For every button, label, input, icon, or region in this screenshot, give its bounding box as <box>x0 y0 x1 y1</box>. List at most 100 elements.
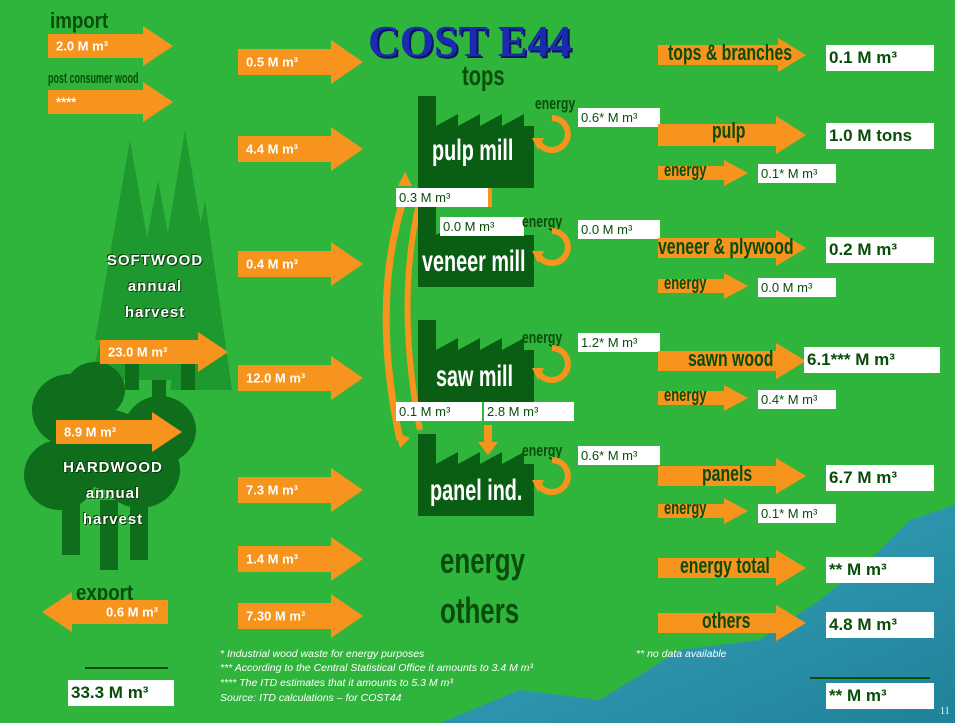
hill-shape <box>440 505 955 723</box>
out-panels-label: panels <box>702 461 753 486</box>
hardwood-line1: HARDWOOD <box>63 459 163 476</box>
panel-energy-box: 0.6* M m³ <box>578 446 660 465</box>
saw-right-box: 2.8 M m³ <box>484 402 574 421</box>
hardwood-line2: annual <box>85 485 141 502</box>
post-consumer-value: **** <box>56 94 77 110</box>
flow-others-arrow: 7.30 M m³ <box>238 594 363 638</box>
out-veneer-arrow <box>658 230 806 266</box>
footnote-3: *** According to the Central Statistical… <box>220 662 533 674</box>
veneer-mill-factory: veneer mill <box>418 205 534 287</box>
export-value: 0.6 M m³ <box>105 604 158 620</box>
out-sawn-value: 6.1*** M m³ <box>804 347 940 373</box>
flow-saw-arrow: 12.0 M m³ <box>238 356 363 400</box>
out-sawn-energy-value: 0.4* M m³ <box>758 390 836 409</box>
out-energy-total-value: ** M m³ <box>826 557 934 583</box>
softwood-label: SOFTWOOD annual harvest <box>90 248 220 326</box>
veneer-energy-box: 0.0 M m³ <box>440 217 524 236</box>
out-tops-label: tops & branches <box>668 40 793 65</box>
flow-saw-value: 12.0 M m³ <box>246 370 306 386</box>
out-panels-energy-word: energy <box>664 498 707 518</box>
output-total: ** M m³ <box>826 683 934 709</box>
saw-left-box: 0.1 M m³ <box>396 402 482 421</box>
flow-tops-arrow: 0.5 M m³ <box>238 40 363 84</box>
pulp-energy-box: 0.6* M m³ <box>578 108 660 127</box>
footnote-5: Source: ITD calculations – for COST44 <box>220 692 402 704</box>
out-pulp-energy-value: 0.1* M m³ <box>758 164 836 183</box>
veneer-mill-label: veneer mill <box>422 245 526 278</box>
out-panels-energy-arrow <box>658 498 748 524</box>
softwood-arrow: 23.0 M m³ <box>100 332 228 372</box>
import-arrow: 2.0 M m³ <box>48 26 173 66</box>
out-pulp-energy-arrow <box>658 160 748 186</box>
softwood-value: 23.0 M m³ <box>108 344 168 360</box>
out-others-value: 4.8 M m³ <box>826 612 934 638</box>
flow-panel-arrow: 7.3 M m³ <box>238 468 363 512</box>
footnote-4: **** The ITD estimates that it amounts t… <box>220 677 453 689</box>
others-sink-label: others <box>440 590 520 631</box>
out-others-label: others <box>702 608 751 633</box>
out-tops-arrow <box>658 38 806 72</box>
out-energy-total-label: energy total <box>680 553 770 578</box>
saw-energy-cycle-icon <box>532 345 571 383</box>
out-others-arrow <box>658 605 806 641</box>
energy-sink-label: energy <box>440 540 526 581</box>
footnote-1: * Industrial wood waste for energy purpo… <box>220 648 425 660</box>
saw-energy-word: energy <box>522 328 563 347</box>
flow-veneer-value: 0.4 M m³ <box>246 256 299 272</box>
hardwood-line3: harvest <box>82 511 144 528</box>
softwood-line3: harvest <box>124 304 186 321</box>
out-veneer-energy-word: energy <box>664 273 707 293</box>
out-pulp-value: 1.0 M tons <box>826 123 934 149</box>
veneer-to-pulp-box: 0.3 M m³ <box>396 188 488 207</box>
footnote-2: ** no data available <box>636 648 727 660</box>
flow-pulp-arrow: 4.4 M m³ <box>238 127 363 171</box>
veneer-energy-word: energy <box>522 212 563 231</box>
hardwood-label: HARDWOOD annual harvest <box>48 455 178 533</box>
panel-ind-label: panel ind. <box>430 474 523 507</box>
out-tops-value: 0.1 M m³ <box>826 45 934 71</box>
panel-ind-factory: panel ind. <box>418 434 534 516</box>
out-veneer-label: veneer & plywood <box>658 234 794 259</box>
flow-pulp-value: 4.4 M m³ <box>246 141 299 157</box>
pulp-mill-label: pulp mill <box>432 134 514 167</box>
veneer-energy-cycle-icon <box>532 228 571 266</box>
hardwood-arrow: 8.9 M m³ <box>56 412 182 452</box>
out-panels-arrow <box>658 458 806 494</box>
flow-panel-value: 7.3 M m³ <box>246 482 299 498</box>
saw-mill-label: saw mill <box>436 360 514 393</box>
flow-others-value: 7.30 M m³ <box>246 608 306 624</box>
out-pulp-energy-word: energy <box>664 160 707 180</box>
softwood-line2: annual <box>127 278 183 295</box>
flow-energy-arrow: 1.4 M m³ <box>238 537 363 581</box>
export-arrow: 0.6 M m³ <box>42 592 168 632</box>
out-sawn-energy-word: energy <box>664 385 707 405</box>
out-veneer-energy-arrow <box>658 273 748 299</box>
veneer-energy-loop-box: 0.0 M m³ <box>578 220 660 239</box>
page-number: 11 <box>940 706 950 717</box>
out-energy-total-arrow <box>658 550 806 586</box>
flow-veneer-arrow: 0.4 M m³ <box>238 242 363 286</box>
out-veneer-value: 0.2 M m³ <box>826 237 934 263</box>
pulp-mill-factory: pulp mill <box>418 96 534 188</box>
post-consumer-label: post consumer wood <box>48 70 139 87</box>
flow-tops-value: 0.5 M m³ <box>246 54 299 70</box>
out-pulp-label: pulp <box>712 118 746 143</box>
pulp-energy-cycle-icon <box>532 115 571 153</box>
saw-mill-factory: saw mill <box>418 320 534 402</box>
panel-energy-word: energy <box>522 441 563 460</box>
panel-energy-cycle-icon <box>532 457 571 495</box>
tops-label: tops <box>462 60 505 91</box>
out-sawn-arrow <box>658 343 806 379</box>
out-panels-value: 6.7 M m³ <box>826 465 934 491</box>
softwood-line1: SOFTWOOD <box>106 252 204 269</box>
saw-energy-box: 1.2* M m³ <box>578 333 660 352</box>
out-pulp-arrow <box>658 116 806 154</box>
flow-energy-value: 1.4 M m³ <box>246 551 299 567</box>
out-sawn-energy-arrow <box>658 385 748 411</box>
slide-title: COST E44 <box>368 17 572 66</box>
recycle-curve-graphic <box>382 193 409 441</box>
hardwood-value: 8.9 M m³ <box>64 424 117 440</box>
out-panels-energy-value: 0.1* M m³ <box>758 504 836 523</box>
import-value: 2.0 M m³ <box>56 38 109 54</box>
out-sawn-label: sawn wood <box>688 346 774 371</box>
